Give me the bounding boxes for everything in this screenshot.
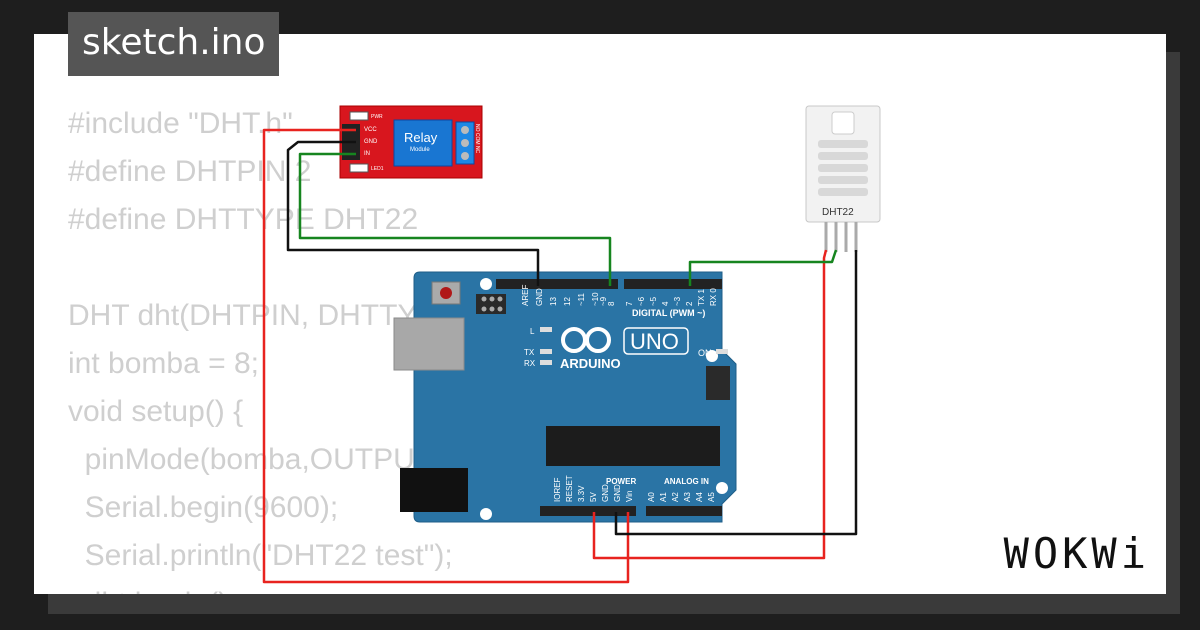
arduino-brand: ARDUINO [560,356,621,371]
code-line: Serial.println("DHT22 test"); [68,539,453,572]
code-line: Serial.begin(9600); [68,491,339,524]
pin-label: IOREF [553,477,562,502]
pin-label: TX 1 [697,289,706,306]
analog-label: ANALOG IN [664,477,709,486]
pin-label: 2 [685,301,694,306]
pin-label: 4 [661,301,670,306]
pin-label: 7 [625,301,634,306]
pin-label: A2 [671,492,680,502]
relay-terminal-label: NO COM NC [474,124,480,154]
relay-title: Relay [404,130,438,145]
pin-label: A3 [683,492,692,502]
pin-label: RX 0 [709,288,718,306]
power-label: POWER [606,477,636,486]
relay-pin-in: IN [364,151,370,157]
led-label-tx: TX [524,348,535,357]
mounting-hole [480,278,492,290]
pin-label: GND [601,484,610,502]
dht22-label: DHT22 [822,207,854,218]
wire-dht-gnd-black [614,250,858,536]
uno-model: UNO [630,329,679,354]
led-l [540,327,552,332]
wire-relay-gnd-black [286,140,540,286]
on-label: ON [698,348,712,358]
pin-label: RESET [565,475,574,502]
mounting-hole [716,482,728,494]
icsp-header [476,294,506,314]
digital-header-right [624,279,722,289]
uno-badge [623,327,689,355]
code-line: #include "DHT.h" [68,107,293,140]
relay-led-label: LED1 [371,166,384,172]
led1 [349,163,369,173]
wokwi-logo: WOKWi [1003,529,1150,578]
code-line: void setup() { [68,395,244,428]
relay-module[interactable]: Relay Module VCC GND IN PWR LED1 NO COM … [339,105,483,179]
pin-label: A4 [695,492,704,502]
dht22-sensor[interactable]: DHT22 [805,105,881,252]
code-line: #define DHTPIN 2 [68,155,312,188]
pin-label: 3.3V [577,485,586,502]
pwr-led [349,111,369,121]
arduino-uno-board[interactable]: ARDUINO UNO ON DIGITAL (PWM ~) POWER ANA… [393,271,737,523]
pin-label: ~9 [599,296,608,306]
arduino-infinity-logo [561,327,611,353]
wire-dht-data-green [688,249,838,286]
relay-pin-gnd: GND [364,139,378,145]
led-tx [540,349,552,354]
wire-dht-vcc-red [592,249,828,560]
pin-label: ~3 [673,296,682,306]
power-header [540,506,636,516]
pin-label: ~5 [649,296,658,306]
relay-pin-vcc: VCC [364,127,377,133]
pin-label: 5V [589,492,598,502]
pin-label: Vin [625,491,634,502]
filename-label: sketch.ino [68,12,280,76]
led-label-l: L [530,327,535,336]
power-jack [400,468,468,512]
pin-label: A1 [659,492,668,502]
atmega-chip [546,426,720,466]
relay-coil-box [393,119,453,167]
mounting-hole [480,508,492,520]
led-on [716,349,728,354]
code-line: pinMode(bomba,OUTPUT); [68,443,452,476]
pin-label: 13 [549,297,558,306]
dht22-hole [831,111,855,135]
pin-label: 12 [563,297,572,306]
code-line: #define DHTTYPE DHT22 [68,203,419,236]
code-background: #include "DHT.h" #define DHTPIN 2 #defin… [68,100,476,594]
pin-label: ~11 [577,292,586,306]
pin-label: AREF [521,285,530,306]
led-label-rx: RX [524,359,536,368]
dht22-legs [824,222,858,252]
digital-label: DIGITAL (PWM ~) [632,308,705,318]
pin-label: GND [535,288,544,306]
digital-header-left [496,279,618,289]
pin-label: ~6 [637,296,646,306]
relay-pwr-label: PWR [371,114,383,120]
relay-subtitle: Module [410,147,430,153]
pin-label: 8 [607,301,616,306]
pin-label: A0 [647,492,656,502]
icsp-header-2 [706,366,730,400]
pin-label: ~10 [591,292,600,306]
usb-port [393,317,465,371]
mounting-hole [706,350,718,362]
code-line: dht.begin(); [68,580,476,594]
reset-button-cap[interactable] [440,287,452,299]
led-rx [540,360,552,365]
dht22-grille [818,140,868,196]
pin-label: GND [613,484,622,502]
pin-label: A5 [707,492,716,502]
wire-relay-in-green [298,152,612,286]
analog-header [646,506,722,516]
code-line: int bomba = 8; [68,347,259,380]
